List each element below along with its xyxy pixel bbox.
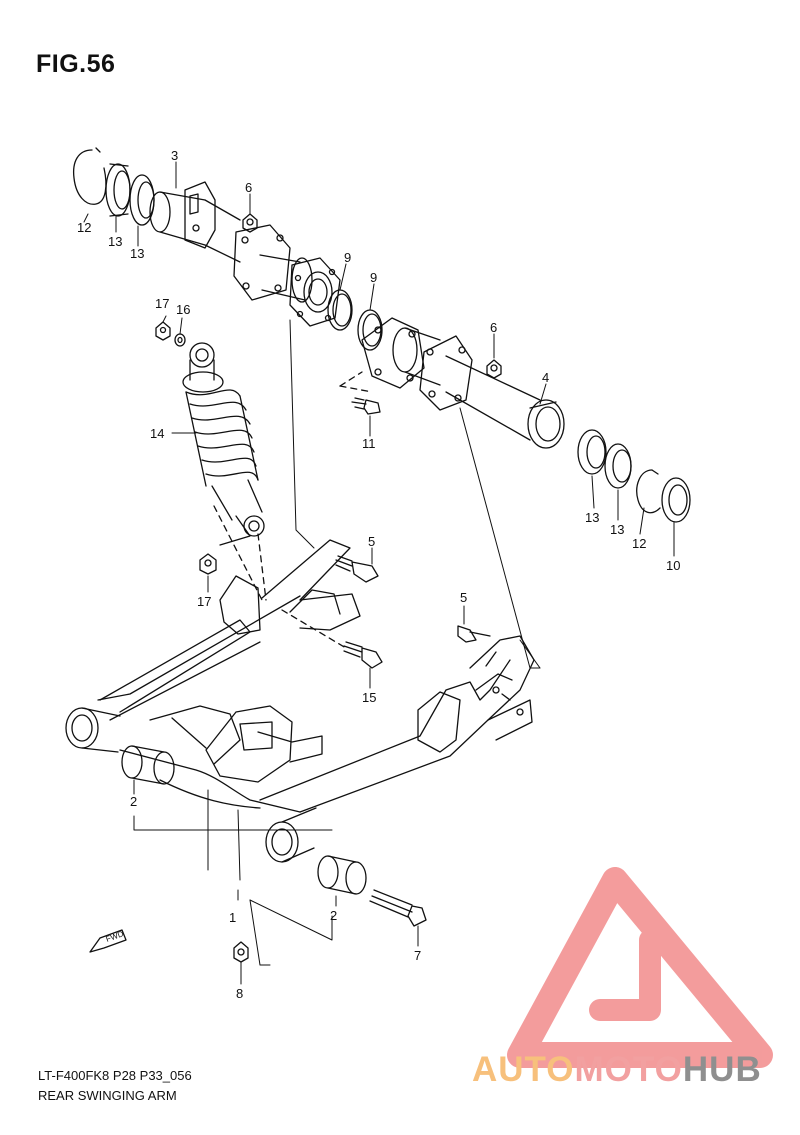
callout-2-a: 2 (130, 794, 137, 809)
bushing-part-2-b (317, 855, 367, 895)
callout-4: 4 (542, 370, 549, 385)
swing-arm-part-1 (65, 539, 535, 863)
nut-part-17-a (155, 321, 171, 341)
bolt-part-5-a (335, 555, 379, 583)
nut-part-17-b (199, 553, 217, 575)
callout-labels: 12 13 13 3 6 9 9 6 4 17 16 14 11 13 13 1… (77, 148, 680, 1001)
callout-12-b: 12 (632, 536, 646, 551)
callout-1: 1 (229, 910, 236, 925)
callout-5-b: 5 (460, 590, 467, 605)
callout-16: 16 (176, 302, 190, 317)
bolt-part-15 (281, 609, 383, 669)
callout-3: 3 (171, 148, 178, 163)
callout-15: 15 (362, 690, 376, 705)
callout-6-a: 6 (245, 180, 252, 195)
shock-absorber-part-14 (182, 342, 267, 601)
callout-11: 11 (362, 436, 376, 451)
bearing-part-13-a (105, 163, 131, 217)
callout-8: 8 (236, 986, 243, 1001)
circlip-part-12 (72, 147, 107, 205)
callout-14: 14 (150, 426, 164, 441)
callout-12-a: 12 (77, 220, 91, 235)
o-ring-part-9-a (327, 289, 353, 331)
callout-17-a: 17 (155, 296, 169, 311)
nut-part-6-b (486, 359, 502, 379)
callout-7: 7 (414, 948, 421, 963)
callout-5-a: 5 (368, 534, 375, 549)
callout-2-b: 2 (330, 908, 337, 923)
watermark-text: AUTOMOTOHUB (472, 1050, 762, 1090)
watermark-part-auto: AUTO (472, 1050, 575, 1089)
figure-name: REAR SWINGING ARM (38, 1088, 177, 1103)
watermark-part-hub: HUB (682, 1050, 762, 1089)
callout-9-a: 9 (344, 250, 351, 265)
figure-title: FIG.56 (36, 50, 116, 78)
circlip-part-12-b (636, 469, 661, 514)
bearing-part-13-c (577, 429, 607, 475)
callout-13-c: 13 (585, 510, 599, 525)
watermark-logo (507, 867, 773, 1068)
callout-9-b: 9 (370, 270, 377, 285)
callout-13-d: 13 (610, 522, 624, 537)
watermark-part-moto: MOTO (574, 1050, 683, 1089)
axle-housing-part-4 (361, 317, 565, 449)
washer-part-16 (174, 333, 186, 347)
leader-lines (83, 161, 675, 985)
nut-part-8 (233, 941, 249, 963)
figure-code: LT-F400FK8 P28 P33_056 (38, 1068, 192, 1083)
bearing-part-13-b (129, 174, 155, 226)
callout-13-b: 13 (130, 246, 144, 261)
callout-17-b: 17 (197, 594, 211, 609)
bearing-part-13-d (604, 443, 632, 489)
bolt-part-5-b (457, 625, 491, 643)
callout-6-b: 6 (490, 320, 497, 335)
callout-13-a: 13 (108, 234, 122, 249)
forward-direction-arrow-icon (89, 929, 127, 953)
o-ring-part-9-b (357, 309, 383, 351)
seal-part-10 (661, 477, 691, 523)
axle-housing-part-3 (149, 181, 341, 327)
callout-10: 10 (666, 558, 680, 573)
bolt-part-7 (369, 889, 427, 927)
bolt-part-11 (339, 371, 381, 415)
bushing-part-2-a (121, 745, 175, 785)
